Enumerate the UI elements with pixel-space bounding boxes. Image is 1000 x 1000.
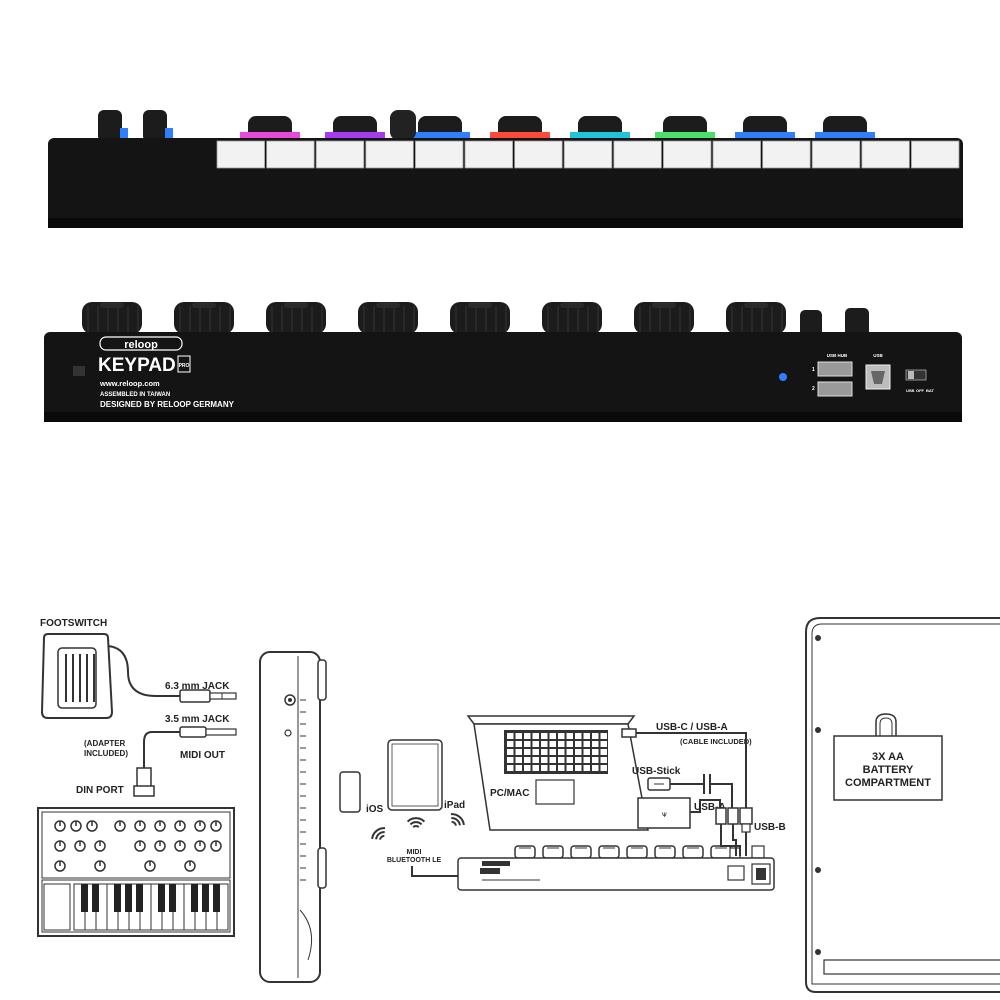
- svg-text:ᴪ: ᴪ: [662, 810, 667, 819]
- din-port-label: DIN PORT: [76, 785, 124, 796]
- back-knob: [634, 302, 694, 334]
- jack-63-label: 6.3 mm JACK: [165, 681, 230, 692]
- front-key: [216, 140, 265, 169]
- svg-text:MIDI: MIDI: [407, 849, 422, 856]
- front-key: [811, 140, 861, 169]
- front-knob-left-1: [98, 110, 122, 142]
- reloop-logo: reloop: [124, 339, 158, 351]
- usb-a-label: USB-A: [694, 802, 726, 813]
- svg-text:3X AA: 3X AA: [872, 751, 904, 763]
- bluetooth-led: [779, 373, 787, 381]
- svg-text:2: 2: [812, 386, 815, 392]
- usb-hub-label: USB HUB: [827, 353, 848, 358]
- usb-stick-label: USB-Stick: [632, 766, 681, 777]
- front-keys: [216, 140, 960, 169]
- usb-hub-port-1[interactable]: [817, 361, 853, 377]
- ios-phone-icon: [339, 771, 361, 813]
- back-knob: [82, 302, 142, 334]
- usb-label: USB: [873, 353, 883, 358]
- svg-text:BATTERY: BATTERY: [863, 764, 914, 776]
- back-knob: [450, 302, 510, 334]
- front-key: [315, 140, 365, 169]
- external-drive-icon: [637, 797, 691, 829]
- din-plug: [136, 767, 152, 789]
- svg-text:COMPARTMENT: COMPARTMENT: [845, 777, 931, 789]
- front-view: [48, 110, 963, 228]
- footswitch-label: FOOTSWITCH: [40, 618, 107, 629]
- front-knob-row: [240, 110, 875, 140]
- front-key: [514, 140, 563, 169]
- reloop-logo-box: [99, 336, 183, 351]
- usb-c-a-label: USB-C / USB-A: [656, 722, 728, 733]
- midi-out-label: MIDI OUT: [180, 750, 225, 761]
- back-body: [44, 332, 962, 422]
- front-key: [861, 140, 910, 169]
- front-key: [712, 140, 761, 169]
- front-knob-left-2: [143, 110, 167, 142]
- svg-text:INCLUDED): INCLUDED): [84, 749, 128, 758]
- usb-hub-port-2[interactable]: [817, 381, 853, 397]
- battery-compartment-view: 3X AA BATTERY COMPARTMENT: [805, 617, 1000, 993]
- svg-text:USB: USB: [906, 388, 915, 393]
- keypad-model: KEYPAD: [98, 355, 176, 376]
- jack-35-label: 3.5 mm JACK: [165, 714, 230, 725]
- power-switch[interactable]: [905, 369, 927, 381]
- svg-text:1: 1: [812, 367, 815, 373]
- back-knob: [266, 302, 326, 334]
- front-key: [563, 140, 613, 169]
- svg-text:BAT: BAT: [926, 388, 934, 393]
- ios-label: iOS: [366, 804, 384, 815]
- synthesizer-icon: [37, 807, 235, 937]
- back-knob: [726, 302, 786, 334]
- keypad-side-view: [259, 651, 327, 983]
- svg-text:(ADAPTER: (ADAPTER: [84, 739, 126, 748]
- cable-included-label: (CABLE INCLUDED): [680, 737, 752, 746]
- back-knob: [542, 302, 602, 334]
- back-view: reloop KEYPAD PRO www.reloop.com ASSEMBL…: [44, 302, 962, 422]
- front-key: [464, 140, 513, 169]
- front-key: [911, 140, 960, 169]
- front-key: [266, 140, 315, 169]
- svg-text:OFF: OFF: [916, 388, 925, 393]
- svg-text:BLUETOOTH LE: BLUETOOTH LE: [387, 857, 442, 864]
- laptop-icon: [466, 715, 649, 831]
- bluetooth-wave-icon: [371, 813, 465, 840]
- front-key: [414, 140, 464, 169]
- front-key: [762, 140, 811, 169]
- front-key: [365, 140, 414, 169]
- ipad-label: iPad: [444, 800, 465, 811]
- keypad-small-icon: [457, 845, 775, 891]
- back-knob: [174, 302, 234, 334]
- battery-cover: [833, 735, 943, 801]
- security-slot: [73, 366, 85, 376]
- connection-diagram: FOOTSWITCH 6.3 mm JACK 3.5 mm JACK (ADAP…: [37, 617, 1000, 993]
- usb-b-label: USB-B: [754, 822, 786, 833]
- front-key: [613, 140, 662, 169]
- pc-mac-label: PC/MAC: [490, 788, 529, 799]
- website: www.reloop.com: [99, 379, 160, 388]
- assembly-note: ASSEMBLED IN TAIWAN: [100, 392, 170, 398]
- keypad-model-suffix: PRO: [179, 363, 190, 369]
- designed-by: DESIGNED BY RELOOP GERMANY: [100, 400, 235, 409]
- front-key: [663, 140, 712, 169]
- back-knob: [358, 302, 418, 334]
- back-knob-row: [82, 302, 786, 334]
